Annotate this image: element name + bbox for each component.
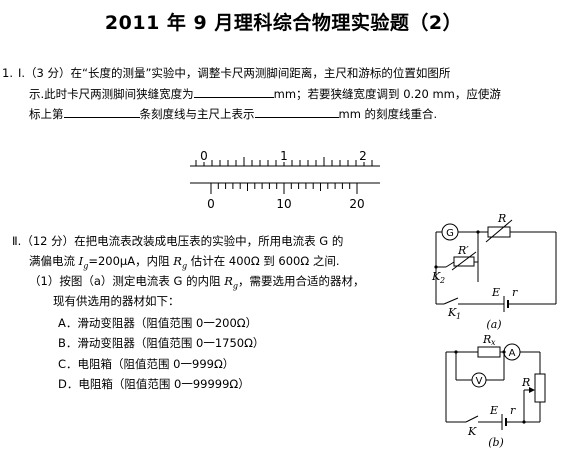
q1-line3c: mm 的刻度线重合. — [338, 107, 438, 121]
circuit-a-g-label: G — [446, 228, 454, 239]
circuit-b-caption: (b) — [488, 436, 504, 449]
circuit-b-rheostat-r — [534, 373, 546, 403]
circuit-b-k-label: K — [467, 425, 477, 438]
circuit-a-k1-sub: 1 — [456, 312, 461, 321]
q2-rg2-symbol: R — [224, 274, 233, 288]
q2-line3b: ，需要选用合适的器材， — [238, 274, 365, 288]
circuit-a-rheostat-arrow — [485, 219, 513, 243]
circuit-b-diagram: R x A V R K E r (b) — [445, 333, 546, 449]
vernier-label-20: 20 — [349, 197, 364, 211]
circuit-a-diagram: G R R′ K 2 K 1 E r (a) — [431, 212, 557, 331]
circuit-b-e-label: E — [489, 404, 498, 417]
circuit-b-r-label: R — [521, 376, 530, 389]
vernier-scale-ticks — [210, 183, 358, 194]
q2-ig-symbol: I — [78, 254, 84, 268]
circuit-b-rx-sub: x — [491, 338, 496, 347]
main-label-0: 0 — [200, 149, 208, 163]
vernier-label-0: 0 — [207, 197, 215, 211]
q1-number: 1. — [2, 66, 13, 80]
circuit-a-k2-sub: 2 — [439, 276, 445, 285]
circuit-a-node-top — [476, 230, 480, 234]
q2-rg-symbol: R — [173, 254, 182, 268]
q2-line4: 现有供选用的器材如下： — [53, 294, 180, 308]
q1-blank-width — [193, 86, 274, 98]
circuit-a-caption: (a) — [486, 318, 501, 331]
option-b: B．滑动变阻器（阻值范围 0一1750Ω） — [58, 336, 265, 350]
circuit-a-e-label: E — [491, 286, 500, 299]
circuit-b-node-right — [502, 350, 506, 354]
circuit-a-switch-k2 — [445, 261, 455, 268]
q2-line3a: （1）按图（a）测定电流表 G 的内阻 — [29, 274, 225, 288]
q2-line2b: =200μA，内阻 — [88, 254, 174, 268]
q2-ig-sub: g — [83, 261, 89, 271]
circuit-b-r-internal-label: r — [510, 404, 516, 417]
circuit-a-rp-arrow — [451, 251, 477, 271]
q2-rg-sub: g — [181, 261, 188, 271]
circuit-b-a-label: A — [509, 348, 516, 359]
main-label-2: 2 — [359, 149, 367, 163]
q1-line2: 示.此时卡尺两测脚间狭缝宽度为 mm；若要狭缝宽度调到 0.20 mm，应使游 — [29, 86, 501, 102]
circuit-a-node-left — [434, 265, 438, 269]
circuit-b-v-label: V — [476, 376, 483, 387]
circuit-b-rx-label: R — [482, 333, 491, 346]
circuit-a-r-internal-label: r — [512, 286, 518, 299]
q1-line1: Ⅰ.（3 分）在“长度的测量”实验中，调整卡尺两测脚间距离，主尺和游标的位置如图… — [18, 66, 451, 80]
option-d: D．电阻箱（阻值范围 0一99999Ω） — [58, 377, 250, 391]
q2-line1: Ⅱ.（12 分）在把电流表改装成电压表的实验中，所用电流表 G 的 — [12, 234, 344, 248]
q2-line2: 满偏电流 Ig=200μA，内阻 Rg 估计在 400Ω 到 600Ω 之间. — [29, 254, 339, 273]
q1-line3a: 标上第 — [29, 107, 64, 121]
caliper-figure: 0 1 2 0 10 20 — [190, 149, 380, 211]
circuit-b-node-bottom — [522, 420, 526, 424]
circuit-a-k2-label: K — [431, 270, 441, 283]
q2-rg2-sub: g — [232, 281, 239, 291]
q1-blank-main-mark — [254, 106, 339, 118]
q2-line2a: 满偏电流 — [29, 254, 79, 268]
circuit-b-switch-k — [465, 415, 479, 423]
main-scale-ticks — [195, 157, 373, 166]
circuit-a-r-label: R — [497, 212, 506, 225]
circuit-b-node-left — [454, 350, 458, 354]
page-title: 2011 年 9 月理科综合物理实验题（2） — [104, 12, 463, 34]
q1-line2a: 示.此时卡尺两测脚间狭缝宽度为 — [29, 87, 194, 101]
q1-line3b: 条刻度线与主尺上表示 — [139, 107, 255, 121]
circuit-b-resistor-rx — [477, 346, 501, 358]
vernier-label-10: 10 — [276, 197, 291, 211]
circuit-b-slider-arrow — [529, 387, 535, 393]
circuit-a-rheostat-r — [487, 226, 511, 238]
option-c: C．电阻箱（阻值范围 0一999Ω） — [58, 357, 235, 371]
circuit-a-rp-label: R′ — [457, 244, 469, 257]
q2-line2c: 估计在 400Ω 到 600Ω 之间. — [187, 254, 340, 268]
q1-blank-line-index — [63, 106, 140, 118]
main-label-1: 1 — [280, 149, 288, 163]
q2-line3: （1）按图（a）测定电流表 G 的内阻 Rg，需要选用合适的器材， — [29, 274, 365, 293]
circuit-a-k1-label: K — [447, 306, 457, 319]
q1-line2b: mm；若要狭缝宽度调到 0.20 mm，应使游 — [273, 87, 501, 101]
circuit-a-switch-k1 — [443, 297, 459, 305]
q1-line3: 标上第 条刻度线与主尺上表示 mm 的刻度线重合. — [29, 106, 437, 122]
option-a: A．滑动变阻器（阻值范围 0一200Ω） — [58, 316, 258, 330]
